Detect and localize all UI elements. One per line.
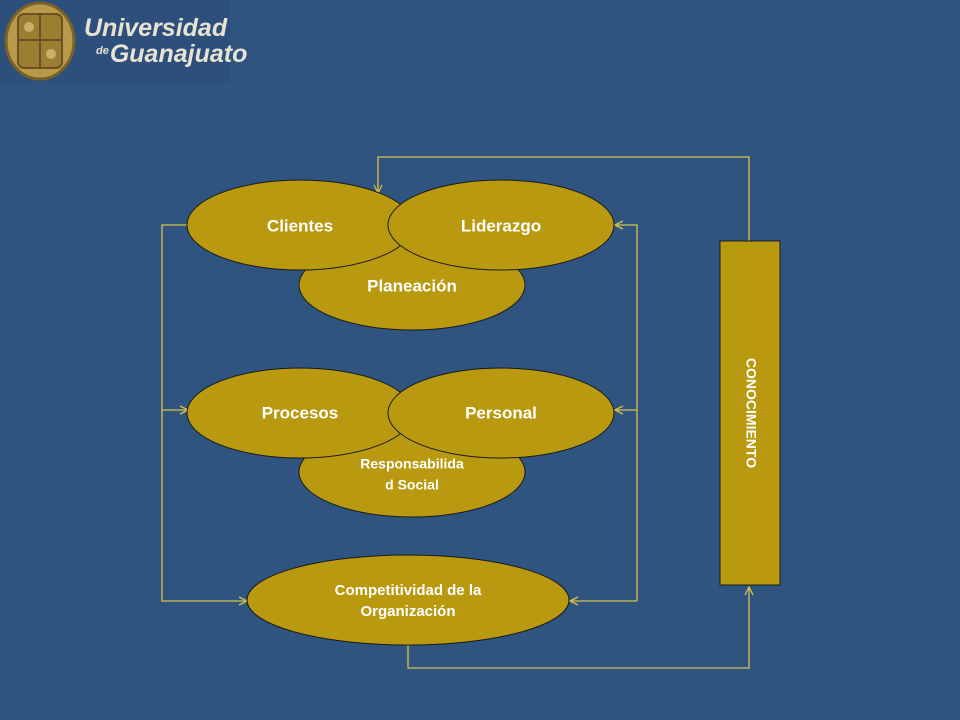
node-conocimiento: CONOCIMIENTO [719, 240, 781, 586]
logo-line2-main: Guanajuato [109, 40, 248, 68]
node-conocimiento-label: CONOCIMIENTO [743, 358, 759, 468]
node-clientes-label: Clientes [267, 216, 333, 235]
node-personal: Personal [387, 367, 615, 459]
node-responsabilidad-label-2: d Social [385, 477, 439, 493]
logo-line2: deGuanajuato [96, 40, 247, 69]
node-planeacion-label: Planeación [367, 276, 457, 295]
logo-line2-prefix: de [96, 45, 109, 57]
node-competitividad: Competitividad de la Organización [246, 554, 570, 646]
university-logo: Universidad deGuanajuato [0, 0, 247, 82]
node-procesos-label: Procesos [262, 403, 339, 422]
logo-line1: Universidad [84, 14, 228, 42]
connector-right-to-liderazgo [615, 225, 638, 601]
connector-conocimiento-to-clientes [378, 156, 750, 241]
connector-left-to-competitividad [161, 410, 247, 601]
node-procesos: Procesos [186, 367, 414, 459]
node-competitividad-label-2: Organización [360, 603, 455, 620]
node-responsabilidad-label-1: Responsabilida [360, 456, 464, 472]
node-competitividad-label-1: Competitividad de la [335, 582, 482, 599]
node-liderazgo: Liderazgo [387, 179, 615, 271]
node-liderazgo-label: Liderazgo [461, 216, 541, 235]
node-personal-label: Personal [465, 403, 537, 422]
connector-competitividad-to-conocimiento [407, 587, 749, 669]
crest-icon [4, 1, 76, 81]
node-clientes: Clientes [186, 179, 414, 271]
connector-left-to-procesos [161, 224, 188, 410]
